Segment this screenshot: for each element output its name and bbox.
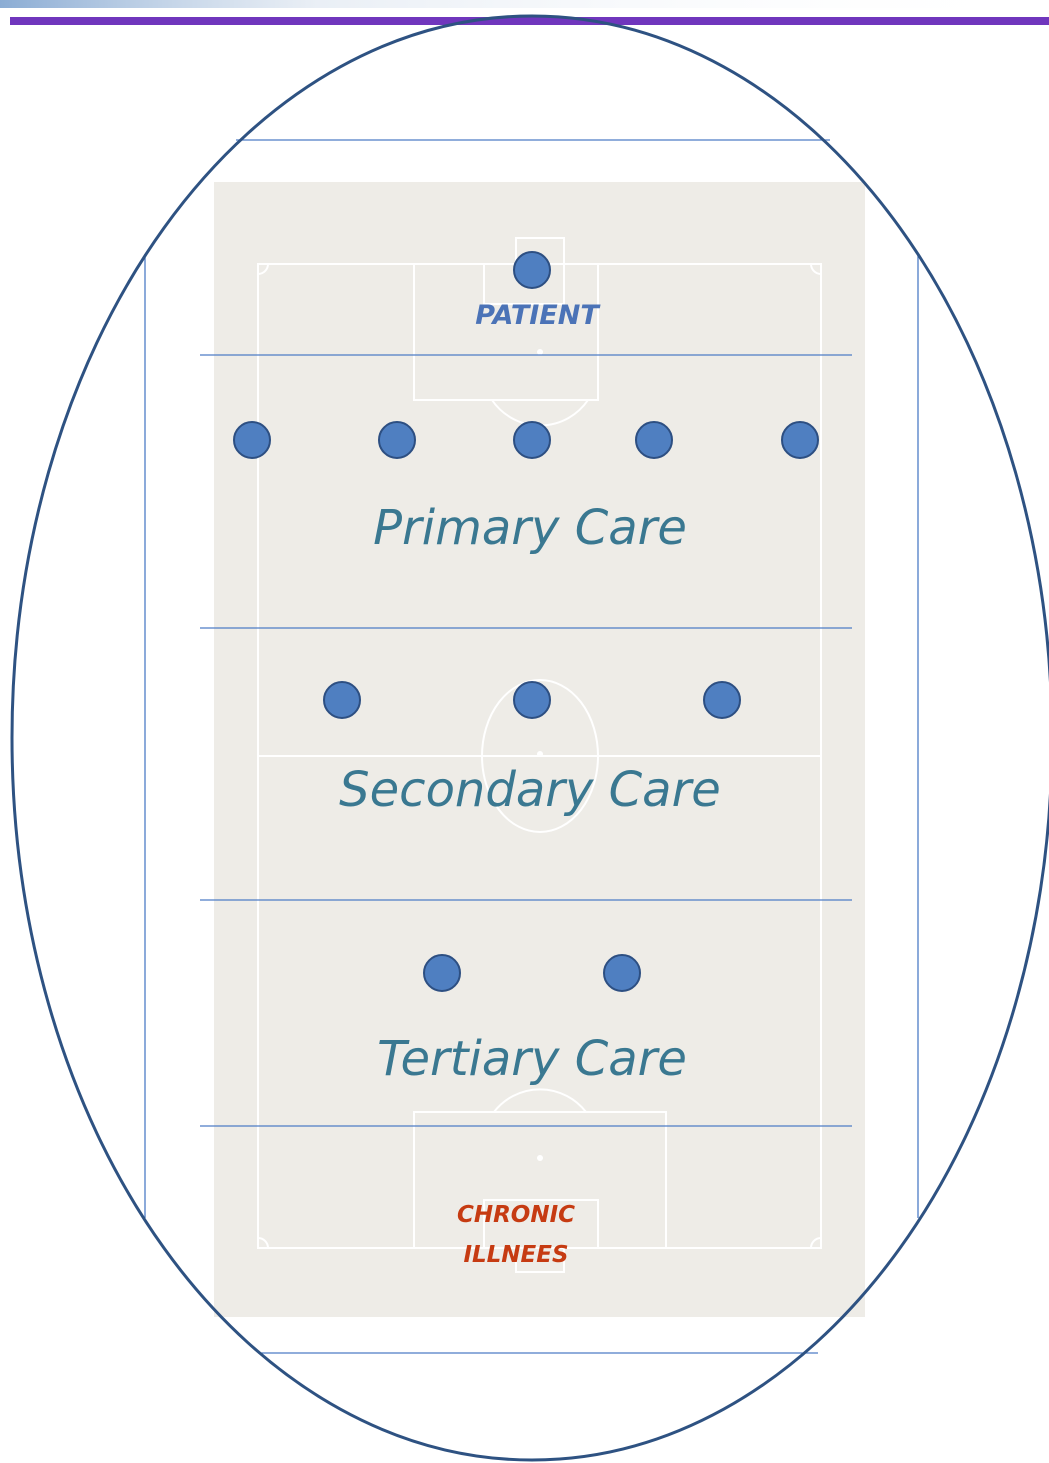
- center-spot: [537, 751, 543, 757]
- primary-care-label: Primary Care: [373, 500, 687, 556]
- corner-arc-tr: [810, 263, 822, 275]
- primary-node-4: [635, 421, 673, 459]
- bottom-penalty-spot: [537, 1155, 543, 1161]
- outer-ellipse: [10, 14, 1049, 1462]
- bottom-goal: [515, 1247, 565, 1273]
- corner-arc-br: [810, 1237, 822, 1249]
- tertiary-node-2: [603, 954, 641, 992]
- primary-node-5: [781, 421, 819, 459]
- chronic-label-line-2: ILLNEES: [463, 1242, 568, 1268]
- nodes: [233, 251, 819, 992]
- tertiary-care-label: Tertiary Care: [377, 1031, 687, 1087]
- corner-arc-bl: [257, 1237, 269, 1249]
- pitch-background: [214, 182, 865, 1317]
- bottom-penalty-arc: [493, 1088, 587, 1113]
- chronic-label-line-1: CHRONIC: [457, 1202, 575, 1228]
- secondary-care-label: Secondary Care: [339, 762, 721, 818]
- secondary-node-3: [703, 681, 741, 719]
- primary-node-2: [378, 421, 416, 459]
- secondary-node-1: [323, 681, 361, 719]
- top-bar: [10, 17, 1049, 25]
- corner-arc-tl: [257, 263, 269, 275]
- secondary-node-2: [513, 681, 551, 719]
- guide-lines: [144, 139, 919, 1354]
- tertiary-node-1: [423, 954, 461, 992]
- patient-node: [513, 251, 551, 289]
- primary-node-3: [513, 421, 551, 459]
- center-circle: [481, 679, 599, 833]
- top-fade-strip: [0, 0, 1049, 8]
- top-penalty-spot: [537, 349, 543, 355]
- patient-label: PATIENT: [475, 300, 601, 331]
- primary-node-1: [233, 421, 271, 459]
